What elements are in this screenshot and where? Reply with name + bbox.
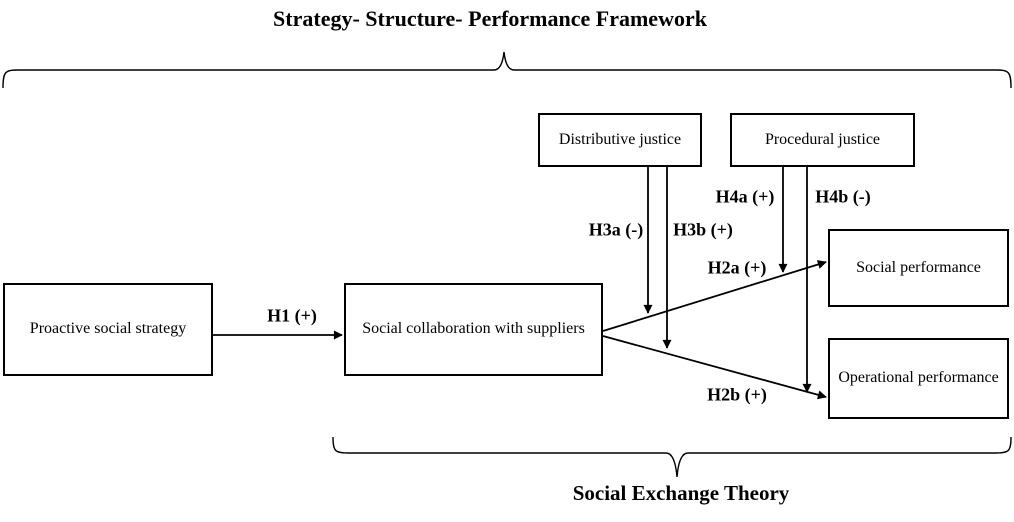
operational-performance-label: Operational performance [838,369,999,387]
procedural-justice-box: Procedural justice [730,113,915,167]
proactive-social-strategy-label: Proactive social strategy [29,320,187,338]
social-collaboration-box: Social collaboration with suppliers [344,283,603,376]
h4a-label: H4a (+) [715,186,775,207]
h3a-label: H3a (-) [588,219,644,240]
social-collaboration-label: Social collaboration with suppliers [362,320,585,338]
social-performance-box: Social performance [828,229,1009,307]
social-performance-label: Social performance [856,258,981,276]
h2b-arrow [602,335,827,400]
proactive-social-strategy-box: Proactive social strategy [3,283,213,376]
h2a-label: H2a (+) [707,257,767,278]
procedural-justice-label: Procedural justice [764,130,881,148]
top-brace [2,51,1012,89]
distributive-justice-box: Distributive justice [538,113,702,167]
h1-label: H1 (+) [267,305,317,326]
h3b-label: H3b (+) [673,219,733,240]
h2a-arrow [602,260,827,332]
distributive-justice-label: Distributive justice [558,130,682,148]
h4b-label: H4b (-) [815,186,871,207]
top-framework-title: Strategy- Structure- Performance Framewo… [273,6,707,31]
operational-performance-box: Operational performance [828,338,1009,419]
bottom-theory-title: Social Exchange Theory [572,481,790,505]
h2b-label: H2b (+) [707,384,767,405]
bottom-brace [332,436,1012,478]
